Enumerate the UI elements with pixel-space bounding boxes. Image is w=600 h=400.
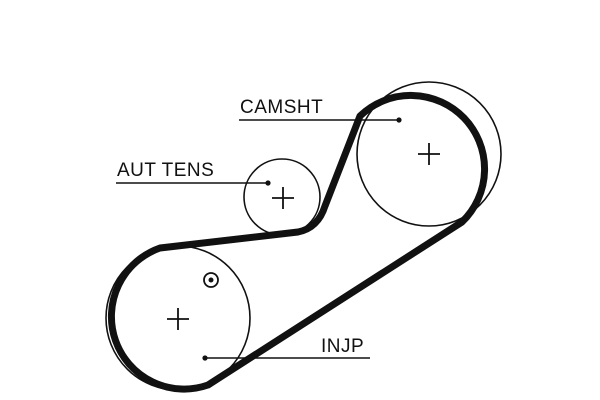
- camshaft-center-icon: [418, 143, 440, 165]
- tensioner-pulley: [243, 158, 321, 236]
- timing-mark-icon: [203, 272, 219, 288]
- injection-pump-label: INJP: [321, 336, 364, 357]
- camshaft-leader-line: [239, 117, 402, 123]
- injection-pump-leader-line: [202, 355, 370, 361]
- camshaft-pulley: [356, 81, 502, 227]
- tensioner-label: AUT TENS: [117, 160, 214, 181]
- timing-belt: [107, 91, 488, 393]
- crankshaft-center-icon: [167, 308, 189, 330]
- tensioner-leader-line: [116, 180, 271, 186]
- camshaft-label: CAMSHT: [240, 97, 323, 118]
- tensioner-center-icon: [272, 187, 294, 209]
